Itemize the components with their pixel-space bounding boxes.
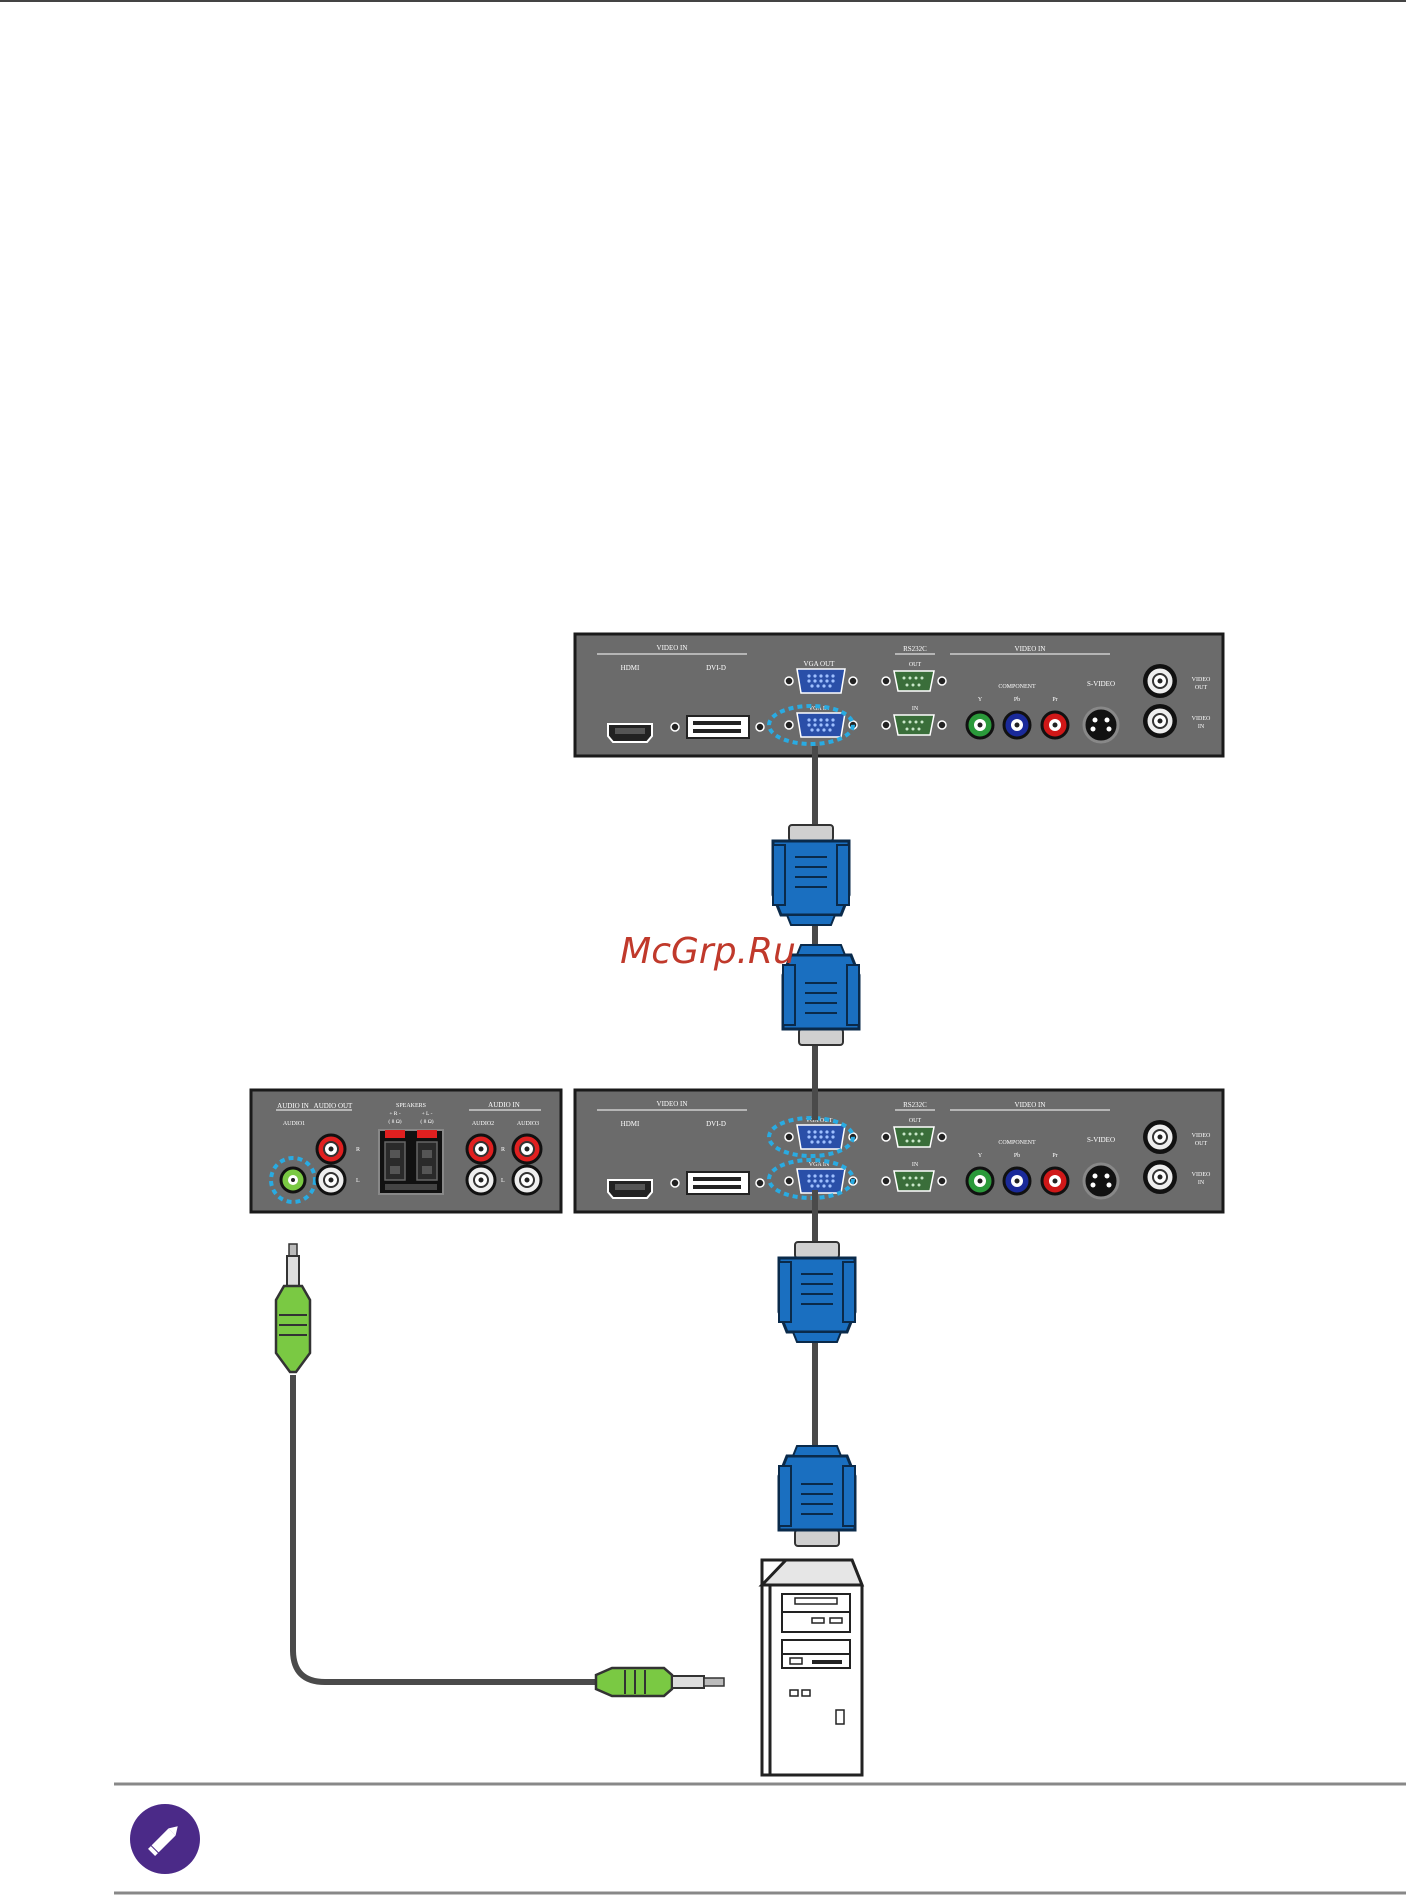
audio-in-label: AUDIO IN: [277, 1102, 309, 1110]
bottom-vga-out-highlight: [767, 1116, 855, 1158]
top-display-panel: VIDEO IN HDMI DVI-D VGA OUT VGA IN RS232…: [573, 632, 1225, 758]
top-vga-in-highlight: [767, 704, 855, 746]
pc-tower: [758, 1558, 865, 1777]
top-video-in-port: [1143, 704, 1177, 738]
audio1-port: [279, 1166, 307, 1194]
bottom-display-panel: VIDEO IN HDMI DVI-D VGA OUT VGA IN RS232…: [573, 1088, 1225, 1214]
audio2-l-port: [465, 1164, 497, 1196]
bottom-rs-out-label: OUT: [909, 1118, 922, 1124]
bottom-video-in-port-label: VIDEO: [1192, 1172, 1211, 1178]
top-y-port: [965, 710, 995, 740]
bottom-vga-out-label: VGA OUT: [806, 1118, 833, 1124]
speaker-terminal: [378, 1129, 444, 1195]
bottom-rs-in-label: IN: [912, 1162, 919, 1168]
bottom-pr-label: Pr: [1052, 1153, 1057, 1159]
speakers-label: SPEAKERS: [396, 1103, 426, 1109]
top-video-in-port-label: VIDEO: [1192, 716, 1211, 722]
bottom-video-in-right-label: VIDEO IN: [1015, 1101, 1046, 1109]
audio3-label: AUDIO3: [517, 1121, 539, 1127]
vga-plug-bottom-upper: [777, 1240, 857, 1344]
top-rs-in-label: IN: [912, 706, 919, 712]
audio-in2-r-label: R: [501, 1147, 505, 1153]
top-hdmi-port: [607, 723, 653, 743]
top-pb-port: [1002, 710, 1032, 740]
audio-plug-vertical: [274, 1243, 312, 1374]
bottom-component-label: COMPONENT: [998, 1140, 1036, 1146]
top-video-in-right-label: VIDEO IN: [1015, 645, 1046, 653]
bottom-video-out-label: VIDEO: [1192, 1133, 1211, 1139]
bottom-pb-label: Pb: [1014, 1153, 1020, 1159]
bottom-video-in-port-label-2: IN: [1198, 1180, 1205, 1186]
bottom-y-port: [965, 1166, 995, 1196]
bottom-svideo-label: S-VIDEO: [1087, 1136, 1115, 1144]
top-hdmi-label: HDMI: [621, 664, 640, 672]
top-rs-out-label: OUT: [909, 662, 922, 668]
audio-out-l-label: L: [356, 1178, 360, 1184]
audio2-r-port: [465, 1133, 497, 1165]
bottom-video-in-port: [1143, 1160, 1177, 1194]
bottom-dvi-port: [670, 1171, 765, 1195]
bottom-video-in-label: VIDEO IN: [657, 1100, 688, 1108]
top-vga-in-label: VGA IN: [809, 706, 830, 712]
top-vga-out-label: VGA OUT: [804, 660, 836, 668]
audio2-label: AUDIO2: [472, 1121, 494, 1127]
pencil-note-icon: [130, 1804, 200, 1874]
top-pr-port: [1040, 710, 1070, 740]
top-video-out-label: VIDEO: [1192, 677, 1211, 683]
top-y-label: Y: [978, 697, 983, 703]
speaker-r-ohm: ( 8 Ω): [388, 1118, 401, 1125]
bottom-y-label: Y: [978, 1153, 983, 1159]
audio-out-l-port: [315, 1164, 347, 1196]
vga-plug-bottom-lower: [777, 1444, 857, 1548]
audio-in2-label: AUDIO IN: [488, 1101, 520, 1109]
speaker-l-label: + L -: [422, 1111, 433, 1117]
top-dvi-port: [670, 715, 765, 739]
bottom-pr-port: [1040, 1166, 1070, 1196]
audio1-highlight: [269, 1156, 317, 1204]
audio3-l-port: [511, 1164, 543, 1196]
bottom-video-out-port: [1143, 1120, 1177, 1154]
bottom-dvid-label: DVI-D: [706, 1120, 726, 1128]
audio-panel: AUDIO IN AUDIO OUT AUDIO1 R L SPEAKERS +…: [249, 1088, 563, 1214]
audio-in2-l-label: L: [501, 1178, 505, 1184]
audio-out-r-label: R: [356, 1147, 360, 1153]
vga-cable-top: [771, 746, 861, 1120]
note-section: [114, 1782, 1406, 1895]
top-video-in-label: VIDEO IN: [657, 644, 688, 652]
speaker-r-label: + R -: [389, 1111, 401, 1117]
audio-plug-horizontal: [594, 1666, 725, 1698]
audio3-r-port: [511, 1133, 543, 1165]
bottom-hdmi-label: HDMI: [621, 1120, 640, 1128]
top-dvid-label: DVI-D: [706, 664, 726, 672]
top-pb-label: Pb: [1014, 697, 1020, 703]
speaker-l-ohm: ( 8 Ω): [420, 1118, 433, 1125]
top-rs232c-label: RS232C: [903, 645, 927, 653]
top-svideo-port: [1082, 706, 1120, 744]
audio-cable: [274, 1243, 725, 1698]
top-video-out-label-2: OUT: [1195, 685, 1208, 691]
bottom-hdmi-port: [607, 1179, 653, 1199]
top-video-out-port: [1143, 664, 1177, 698]
bottom-vga-in-highlight: [767, 1158, 855, 1200]
audio-out-label: AUDIO OUT: [314, 1102, 353, 1110]
top-pr-label: Pr: [1052, 697, 1057, 703]
vga-cable-bottom: [777, 1190, 857, 1548]
bottom-video-out-label-2: OUT: [1195, 1141, 1208, 1147]
bottom-svideo-port: [1082, 1162, 1120, 1200]
bottom-vga-in-label: VGA IN: [809, 1162, 830, 1168]
top-video-in-port-label-2: IN: [1198, 724, 1205, 730]
vga-plug-top-upper: [771, 823, 851, 927]
bottom-rs232c-label: RS232C: [903, 1101, 927, 1109]
audio1-label: AUDIO1: [283, 1121, 305, 1127]
watermark: McGrp.Ru: [620, 931, 796, 972]
top-component-label: COMPONENT: [998, 684, 1036, 690]
bottom-pb-port: [1002, 1166, 1032, 1196]
top-svideo-label: S-VIDEO: [1087, 680, 1115, 688]
audio-out-r-port: [315, 1133, 347, 1165]
